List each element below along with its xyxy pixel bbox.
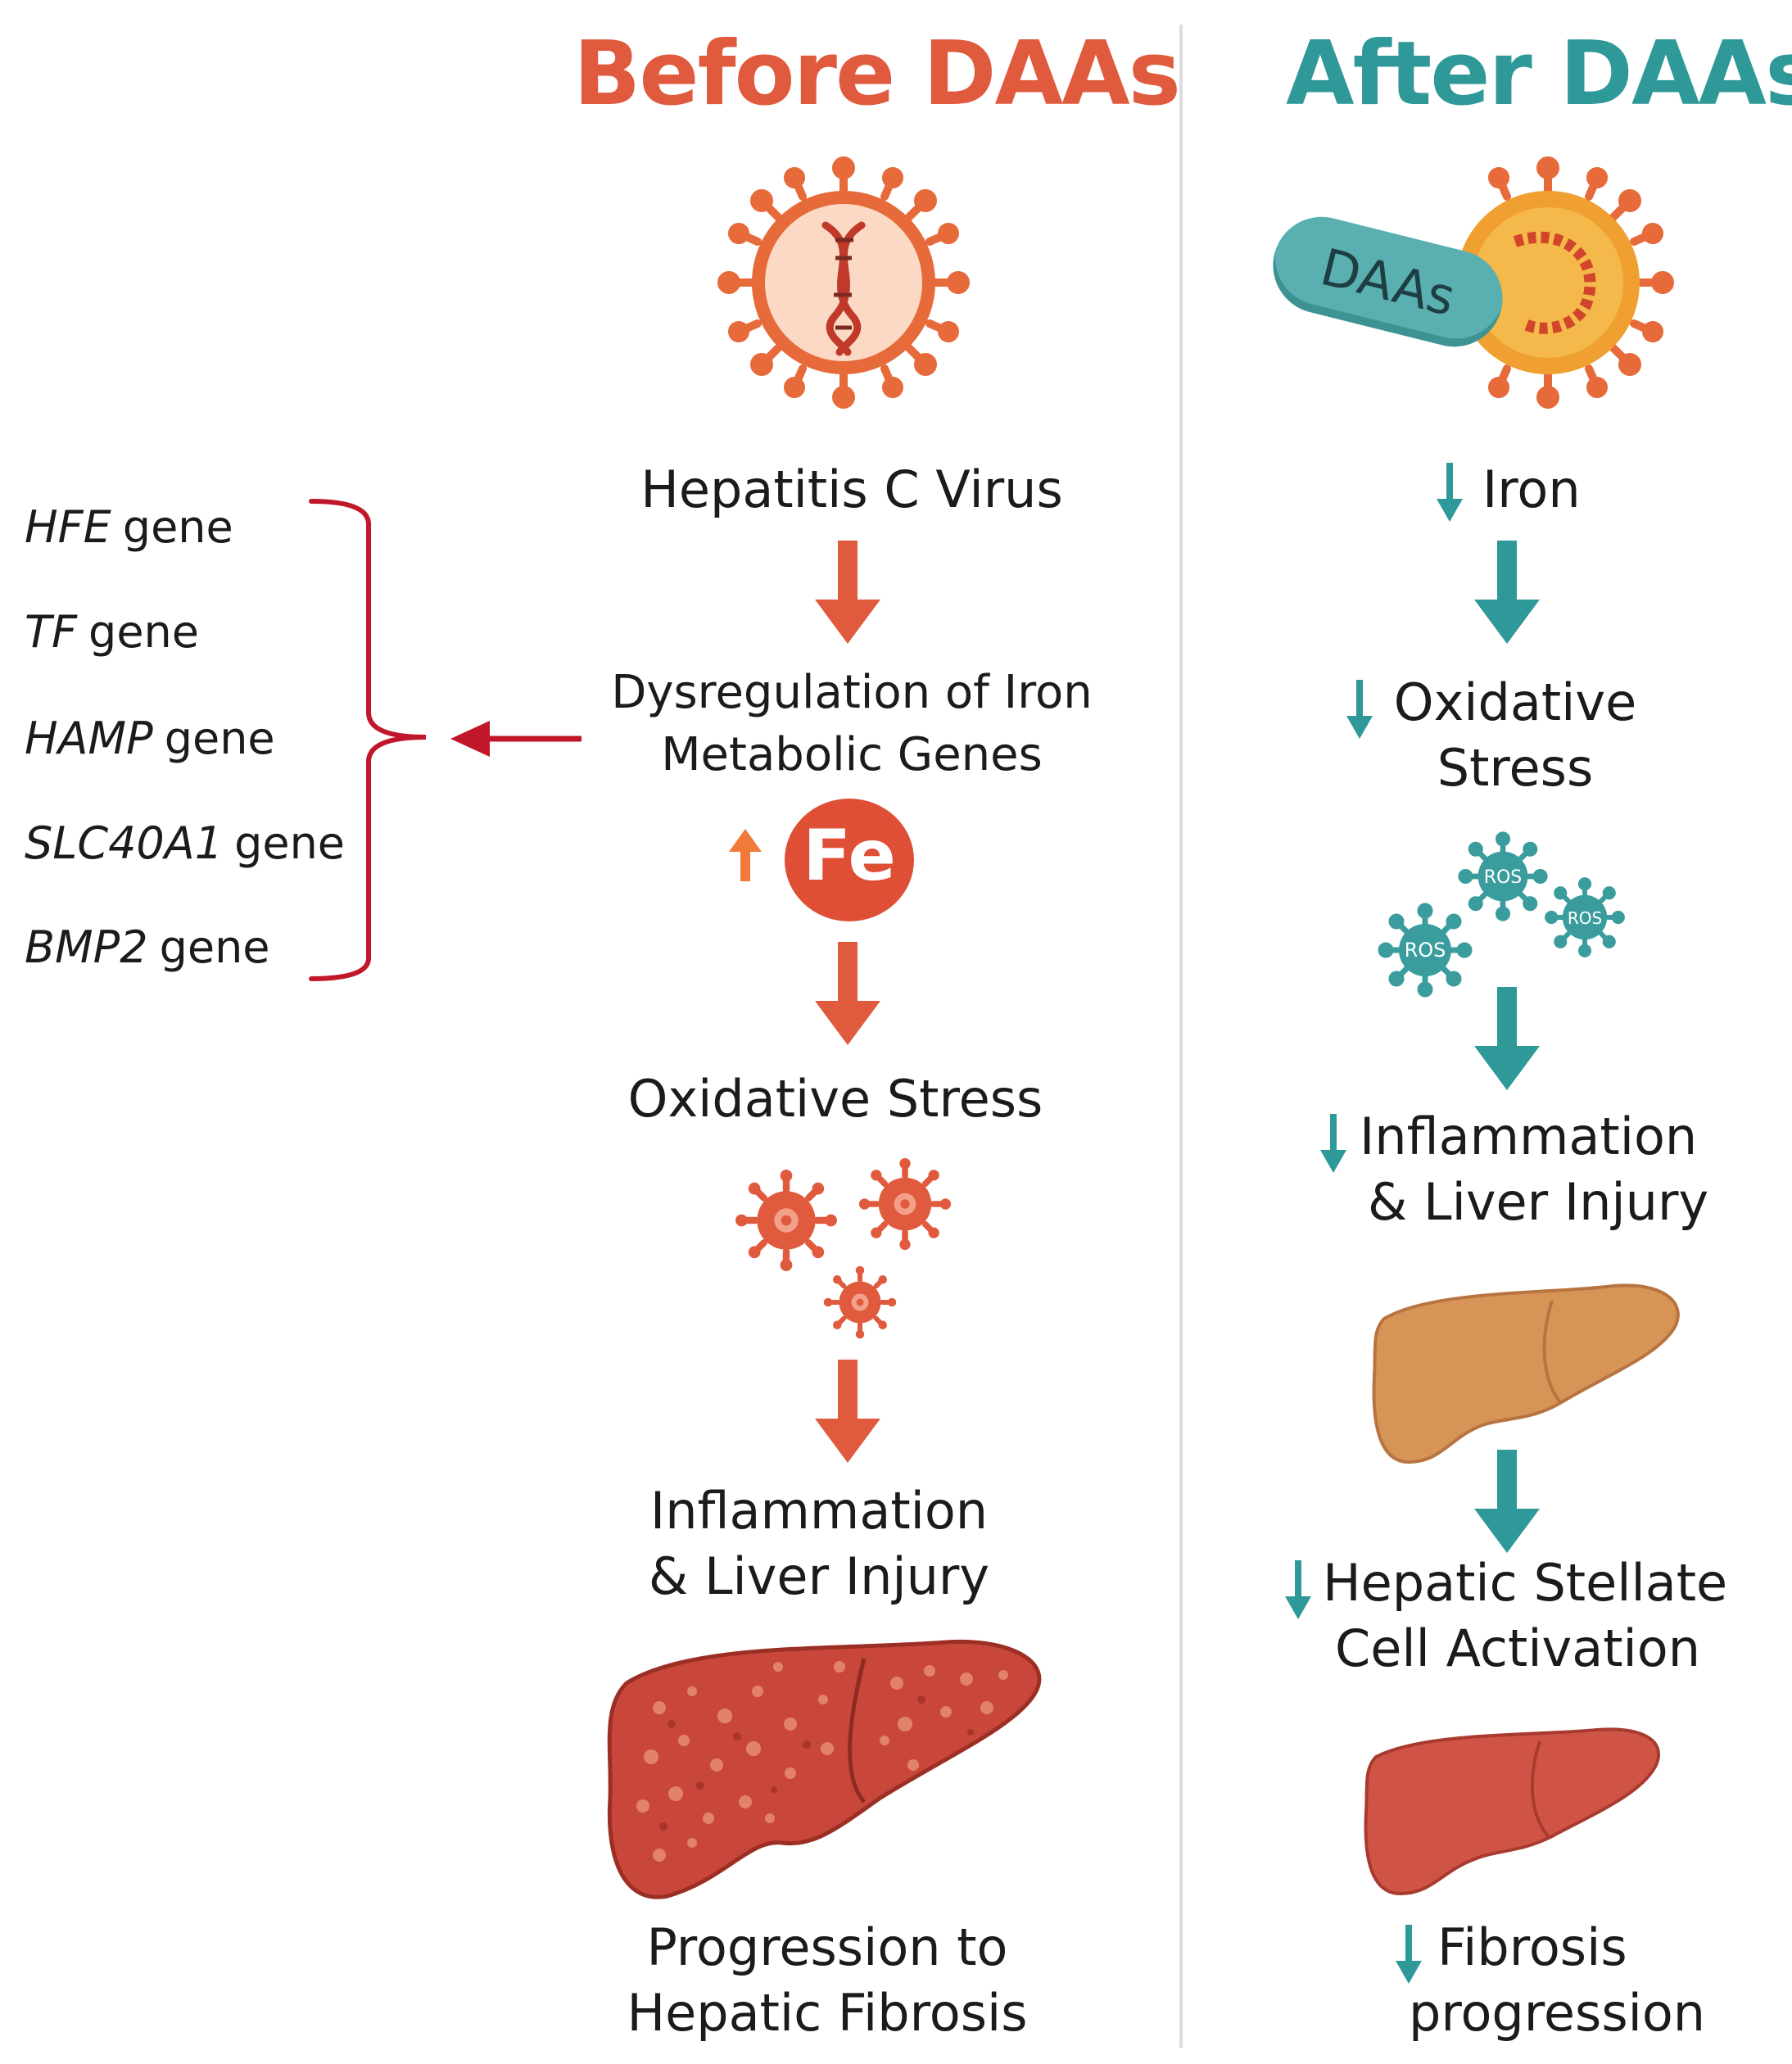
ros-label-2: ROS [1484, 867, 1523, 888]
label-oxidative-line1: Oxidative [1393, 672, 1637, 732]
decrease-arrow-icon [1285, 1560, 1311, 1619]
label-oxidative-stress: Oxidative Stress [627, 1069, 1043, 1129]
before-daas-title: Before DAAs [573, 23, 1181, 125]
fe-badge-label: Fe [803, 815, 896, 897]
label-dysregulation-line2: Metabolic Genes [661, 728, 1043, 781]
decrease-arrow-icon [1346, 680, 1373, 739]
up-arrow-icon [729, 829, 762, 881]
label-progression-line2: Hepatic Fibrosis [627, 1983, 1028, 2043]
label-stellate-line2: Cell Activation [1335, 1618, 1700, 1678]
label-iron: Iron [1482, 459, 1581, 519]
down-arrow-icon [1474, 541, 1540, 644]
down-arrow-icon [1474, 1450, 1540, 1553]
label-after-inflammation-line2: & Liver Injury [1368, 1172, 1709, 1232]
down-arrow-icon [815, 1360, 880, 1463]
label-inflammation-line1: Inflammation [649, 1481, 989, 1541]
ros-particles-icon: ROS ROS ROS [1360, 827, 1646, 1007]
label-fibrosis-line1: Fibrosis [1437, 1917, 1627, 1977]
diseased-liver-icon [607, 1639, 1042, 1899]
label-dysregulation-line1: Dysregulation of Iron [611, 666, 1093, 719]
decrease-arrow-icon [1437, 463, 1463, 522]
label-inflammation-line2: & Liver Injury [648, 1546, 990, 1606]
label-stellate-line1: Hepatic Stellate [1323, 1553, 1728, 1613]
hepatitis-c-virus-icon [717, 156, 970, 409]
down-arrow-icon [815, 541, 880, 644]
label-fibrosis-line2: progression [1409, 1983, 1706, 2043]
recovering-liver-icon [1364, 1727, 1660, 1896]
down-arrow-icon [1474, 987, 1540, 1090]
decrease-arrow-icon [1320, 1114, 1346, 1173]
decrease-arrow-icon [1396, 1925, 1422, 1984]
ros-label-1: ROS [1405, 939, 1446, 962]
ros-label-3: ROS [1568, 908, 1602, 928]
label-progression-line1: Progression to [646, 1917, 1008, 1977]
after-daas-title: After DAAs [1286, 23, 1792, 125]
iron-fe-badge [785, 799, 914, 921]
label-oxidative-line2: Stress [1437, 738, 1594, 798]
healthy-liver-icon [1372, 1283, 1680, 1464]
destroyed-virus-icon [1456, 156, 1674, 409]
label-hepatitis-c-virus: Hepatitis C Virus [640, 459, 1063, 519]
down-arrow-icon [815, 942, 880, 1045]
oxidative-particles-icon [721, 1147, 983, 1360]
label-after-inflammation-line1: Inflammation [1360, 1107, 1698, 1166]
column-divider [1179, 25, 1183, 2048]
